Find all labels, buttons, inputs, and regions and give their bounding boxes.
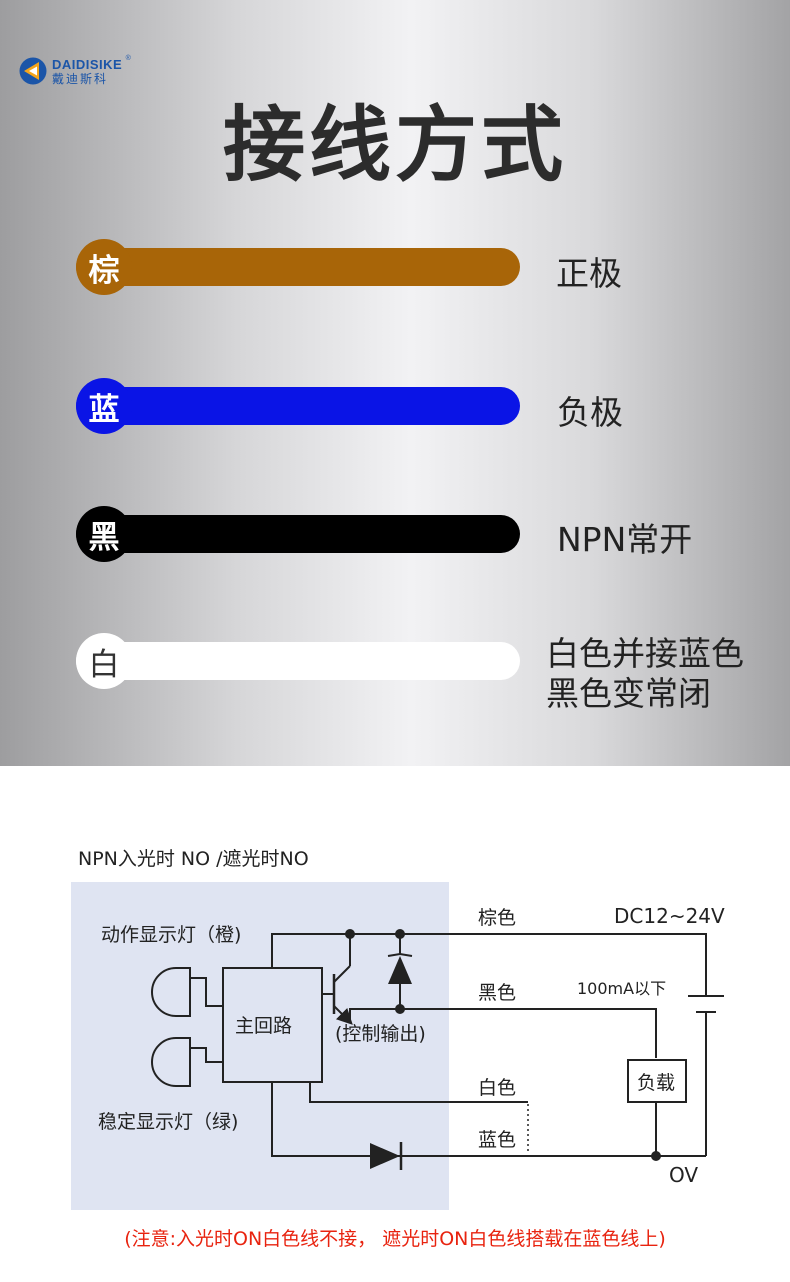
wire-function-black: NPN常开 (557, 513, 692, 561)
wire-function-white: 白色并接蓝色黑色变常闭 (546, 634, 744, 714)
wire-badge-black: 黑 (76, 506, 132, 562)
wire-blue-line (271, 1082, 706, 1157)
wire-function-blue: 负极 (557, 386, 623, 434)
indicator-led-stable-icon (151, 1037, 191, 1087)
wire-brown-line (271, 933, 707, 996)
control-output-label: (控制输出) (335, 1023, 426, 1045)
registered-mark: ® (125, 54, 132, 62)
wiring-note: (注意:入光时ON白色线不接， 遮光时ON白色线搭载在蓝色线上) (124, 1228, 666, 1250)
wire-function-line: 黑色变常闭 (546, 674, 711, 713)
main-circuit-box (222, 967, 323, 1083)
brand-logo: DAIDISIKE® 戴迪斯科 (18, 54, 132, 86)
indicator-led-action-icon (151, 967, 191, 1017)
wire-bar-white: 白 (76, 633, 520, 689)
wire-badge-brown: 棕 (76, 239, 132, 295)
wire-bar-black: 黑 (76, 506, 520, 562)
brand-name-cn: 戴迪斯科 (52, 71, 109, 86)
wire-bar-blue: 蓝 (76, 378, 520, 434)
wire-bar-brown: 棕 (76, 239, 520, 295)
wire-function-line: 白色并接蓝色 (546, 634, 744, 673)
wire-badge-white: 白 (76, 633, 132, 689)
load-label: 负载 (637, 1072, 675, 1094)
wire-white-label: 白色 (478, 1077, 516, 1099)
wire-black-line (350, 1008, 657, 1058)
wire-blue-label: 蓝色 (478, 1129, 516, 1151)
wire-function-brown: 正极 (556, 247, 622, 295)
wire-badge-blue: 蓝 (76, 378, 132, 434)
main-circuit-label: 主回路 (235, 1015, 292, 1037)
brand-logo-icon (19, 57, 47, 85)
wiring-color-panel: DAIDISIKE® 戴迪斯科 接线方式 棕 正极蓝 负极黑 NPN常开白 白色并接蓝色… (0, 0, 790, 766)
circuit-schematic: NPN入光时 NO /遮光时NO (71, 848, 725, 1250)
indicator-stable-label: 稳定显示灯（绿) (98, 1111, 238, 1133)
zero-volt-label: OV (669, 1163, 698, 1187)
load-box (627, 1059, 687, 1103)
diode-icon (370, 1143, 400, 1169)
wire-black-label: 黑色 (478, 982, 516, 1004)
wire-function-line: NPN常开 (557, 520, 693, 559)
wire-function-line: 正极 (556, 254, 622, 293)
page-title: 接线方式 (222, 98, 567, 193)
npn-wiring-diagram: NPN入光时 NO /遮光时NO (0, 766, 790, 1282)
diagram-heading: NPN入光时 NO /遮光时NO (78, 848, 309, 870)
wire-white-line (309, 1082, 528, 1103)
brand-name-en: DAIDISIKE® (52, 54, 132, 72)
wire-function-line: 负极 (557, 393, 623, 432)
current-limit-label: 100mA以下 (577, 979, 666, 998)
supply-voltage-label: DC12~24V (614, 904, 725, 928)
indicator-action-label: 动作显示灯（橙) (101, 924, 241, 946)
wire-brown-label: 棕色 (478, 907, 516, 929)
